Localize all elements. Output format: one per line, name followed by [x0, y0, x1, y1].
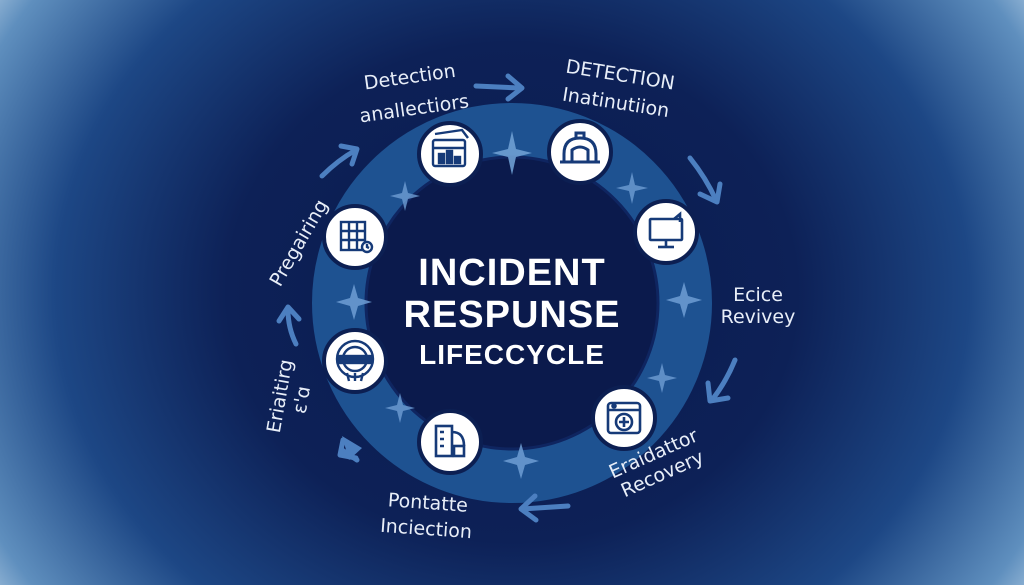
- chart-window-icon: [431, 128, 469, 168]
- node-monitor[interactable]: [633, 199, 699, 265]
- arrow-top-right: [687, 155, 723, 205]
- washer-icon: [606, 401, 642, 435]
- node-washer[interactable]: [591, 385, 657, 451]
- sparkle: [492, 131, 532, 175]
- arrow-bottom: [518, 493, 571, 523]
- label-bottom: Pontatte Inciection: [370, 488, 483, 544]
- sparkle: [336, 284, 372, 320]
- node-grid-calendar[interactable]: [322, 204, 388, 270]
- label-right-line-2: Revivey: [720, 306, 796, 328]
- monitor-icon: [648, 211, 684, 249]
- label-right: Ecice Revivey: [718, 284, 798, 328]
- node-building[interactable]: [417, 409, 483, 475]
- sparkle: [390, 181, 420, 211]
- arrow-right: [705, 357, 738, 404]
- grid-calendar-icon: [339, 220, 374, 254]
- sparkle: [666, 282, 702, 318]
- title-line-3: LIFECCYCLE: [419, 339, 605, 370]
- badge-icon: [335, 339, 375, 382]
- flow-arrows: [276, 73, 738, 523]
- hardhat-icon: [560, 131, 600, 164]
- lifecycle-nodes: [322, 119, 699, 475]
- sparkle: [503, 443, 539, 479]
- arrow-top: [473, 73, 525, 102]
- node-badge[interactable]: [322, 328, 388, 394]
- arrow-bottom-left-head: [342, 436, 362, 460]
- title-line-2: RESPUNSE: [403, 294, 621, 336]
- node-chart-window[interactable]: [417, 121, 483, 187]
- arrow-upper-left: [319, 143, 360, 179]
- ring-sparkles: [336, 131, 702, 479]
- arrow-left: [276, 304, 302, 347]
- diagram-title: INCIDENT RESPUNSE LIFECCYCLE: [362, 252, 662, 372]
- inner-disc: [366, 157, 658, 449]
- title-line-1: INCIDENT: [418, 252, 606, 294]
- sparkle: [616, 172, 648, 204]
- label-right-line-1: Ecice: [733, 284, 783, 306]
- sparkle: [647, 363, 677, 393]
- sparkle: [385, 393, 415, 423]
- building-icon: [434, 424, 466, 458]
- node-hardhat[interactable]: [547, 119, 613, 185]
